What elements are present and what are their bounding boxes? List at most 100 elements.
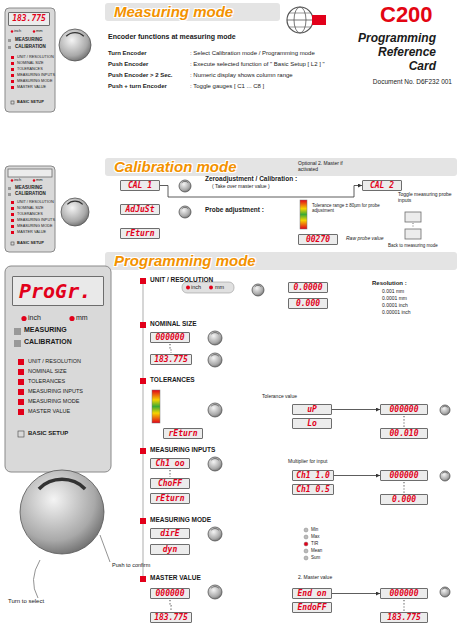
text-label: MEASURING MODE [17,79,52,83]
tolerance-bar [152,390,160,423]
text-label: Tolerance range ± 80µm for probe adjustm… [312,203,382,213]
section-bars [105,3,457,270]
node-text: rEturn [124,229,156,238]
section-banner: Measuring mode [112,3,235,20]
segment-display: Ch1 oo [150,458,190,469]
node-text: ChoFF [154,479,186,488]
turn-mark [39,479,85,489]
text-label: Optional 2. Master if activated [298,161,356,173]
node-text: CAL 1 [124,181,156,190]
segment-display: 183.775 [8,12,50,26]
step-marker [140,448,146,454]
node-text: MEASURING INPUTS [150,446,215,454]
segment-display: AdJuSt [120,204,160,215]
flow-connector [169,470,170,477]
node-text: Lo [296,419,328,428]
section-banner: Programming mode [112,252,258,269]
probe-toggle [405,212,421,239]
node-text: 0.000 [384,495,424,504]
node-text: dyn [154,545,186,554]
step-marker [140,518,146,524]
device-housings [5,8,111,472]
flow-connector [170,600,171,611]
node-text: 000000 [384,589,424,598]
encoder-knob [61,198,89,226]
text-label: CALIBRATION [15,191,46,196]
turn-mark [211,587,219,589]
card-title: C200 [380,2,433,27]
node-text: Ch1 0.5 [296,485,330,494]
node-text: ProGr. [19,277,100,305]
node-text: Programming mode [114,252,256,269]
text-label: MASTER VALUE [17,230,46,234]
encoder-knob [208,527,222,541]
text-label: MEASURING MODE [17,224,52,228]
flow-connector [332,409,380,410]
text-label: MEASURING INPUTS [17,73,55,77]
text-label: UNIT / RESOLUTION [17,200,54,204]
segment-display: 000000 [150,588,190,599]
node-text: AdJuSt [124,205,156,214]
segment-display: ProGr. [12,276,104,306]
turn-mark [255,285,262,286]
text-label: ( Take over master value ) [212,184,270,190]
encoder-knob [252,284,264,296]
text-label: Resolution : [372,280,407,287]
node-text: Measuring mode [114,3,233,20]
menu-step: TOLERANCES [150,376,195,384]
turn-mark [182,207,189,208]
encoder-knob [59,29,91,61]
segment-display: dyn [150,544,190,555]
node-text: Calibration mode [114,158,237,175]
segment-display: Lo [292,418,332,429]
turn-mark [211,333,219,335]
text-label: TOLERANCES [17,212,43,216]
text-label: inch [14,29,21,34]
text-label: 0.001 mm [382,289,404,295]
encoder-knob [179,180,191,192]
segment-display: 0.000 [288,298,328,309]
node-text: UNIT / RESOLUTION [150,276,213,284]
menu-markers [8,30,308,582]
text-label: CALIBRATION [24,338,72,346]
segment-display: 00270 [298,234,338,245]
node-text: EndoFF [296,603,328,612]
text-label: 0.0001 mm [382,296,407,302]
node-text: End on [296,589,328,598]
text-label: Sum [311,555,320,560]
text-label: TOLERANCES [17,67,43,71]
text-label: inch [14,178,21,183]
step-marker [140,322,146,328]
text-label: MASTER VALUE [28,408,70,414]
segment-display: 000000 [380,470,428,481]
text-label: MEASURING INPUTS [17,218,55,222]
node-text: rEturn [167,429,199,438]
encoder-knob [440,587,450,597]
segment-display: 00.010 [380,428,428,439]
segment-display: uP [292,404,332,415]
segment-display: End on [292,588,332,599]
turn-mark [442,406,448,407]
node-text: NOMINAL SIZE [150,320,196,328]
segment-display: 0.000 [380,494,428,505]
step-marker [140,378,146,384]
node-text: Ch1 1.0 [296,471,330,480]
text-label: Turn Encoder [108,50,147,57]
text-label: Programming Reference Card [352,32,436,73]
text-label: NOMINAL SIZE [17,61,44,65]
text-label: Tolerance value [262,394,297,400]
text-label: BASIC SETUP [17,100,44,105]
text-label: mm [76,314,88,322]
section-banner: Calibration mode [112,158,239,175]
segment-display: rEturn [163,428,203,439]
node-text: 00.010 [384,429,424,438]
blank-display [8,169,52,177]
node-text: 000000 [384,405,424,414]
text-label: Multiplier for input [288,459,327,465]
node-text: Ch1 oo [154,459,186,468]
menu-step: MEASURING INPUTS [150,446,215,454]
turn-mark [67,201,82,204]
menu-step: NOMINAL SIZE [150,320,196,328]
encoder-knob [440,405,450,415]
text-label: MASTER VALUE [17,85,46,89]
